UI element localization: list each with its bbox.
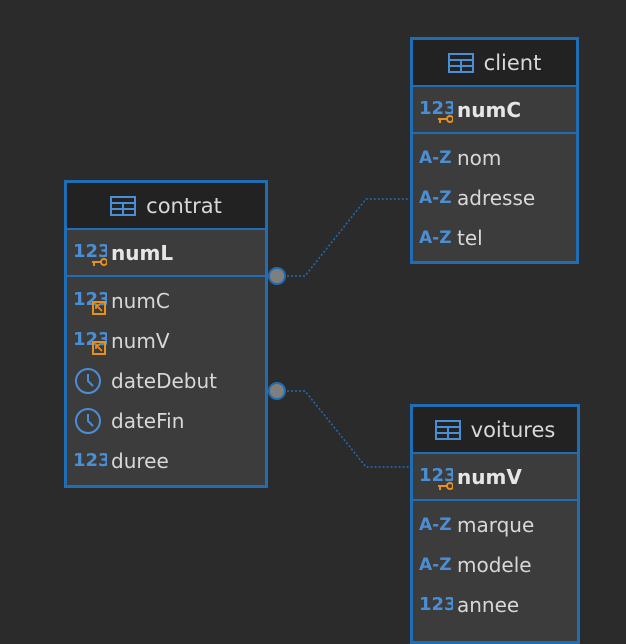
svg-text:A-Z: A-Z <box>419 188 452 208</box>
column-label: modele <box>457 553 532 577</box>
svg-text:A-Z: A-Z <box>419 228 452 248</box>
column-row[interactable]: dateFin <box>67 401 265 441</box>
connector-dot-contrat-client[interactable] <box>268 267 286 285</box>
relationship-contrat-client-line[interactable] <box>287 198 410 277</box>
clock-icon <box>73 406 107 436</box>
svg-text:123: 123 <box>73 450 107 471</box>
numeric-type-icon: 123 <box>73 446 107 476</box>
svg-text:123: 123 <box>73 289 107 310</box>
column-label: numV <box>111 329 170 353</box>
primary-key-row[interactable]: 123 numL <box>67 230 265 277</box>
string-type-icon: A-Z <box>419 223 453 253</box>
svg-text:123: 123 <box>419 465 453 486</box>
string-type-icon: A-Z <box>419 550 453 580</box>
primary-key-label: numC <box>457 97 521 122</box>
foreign-key-numeric-icon: 123 <box>73 326 107 356</box>
column-row[interactable]: A-Z marque <box>413 505 577 545</box>
table-icon <box>110 195 137 216</box>
column-label: marque <box>457 513 535 537</box>
entity-header[interactable]: client <box>413 40 576 87</box>
svg-text:123: 123 <box>419 594 453 615</box>
column-label: tel <box>457 226 483 250</box>
column-row[interactable]: A-Z modele <box>413 545 577 585</box>
primary-key-numeric-icon: 123 <box>73 238 107 268</box>
foreign-key-numeric-icon: 123 <box>73 286 107 316</box>
primary-key-numeric-icon: 123 <box>419 462 453 492</box>
svg-text:123: 123 <box>73 241 107 262</box>
table-icon <box>434 419 461 440</box>
clock-icon <box>73 366 107 396</box>
relationship-contrat-voitures-line[interactable] <box>287 390 411 468</box>
entity-title: client <box>483 50 542 75</box>
numeric-type-icon: 123 <box>419 590 453 620</box>
entity-voitures[interactable]: voitures 123 numV A-Z marque <box>410 404 580 644</box>
primary-key-label: numL <box>111 240 174 265</box>
column-label: numC <box>111 289 170 313</box>
column-row[interactable]: A-Z nom <box>413 138 576 178</box>
column-row[interactable]: A-Z tel <box>413 218 576 258</box>
er-diagram-canvas: client 123 numC A-Z nom <box>64 37 580 644</box>
entity-title: voitures <box>470 417 556 442</box>
svg-text:A-Z: A-Z <box>419 148 452 168</box>
entity-client[interactable]: client 123 numC A-Z nom <box>410 37 579 264</box>
column-row[interactable]: 123 numC <box>67 281 265 321</box>
entity-title: contrat <box>146 193 222 218</box>
column-row[interactable]: 123 annee <box>413 585 577 625</box>
svg-text:A-Z: A-Z <box>419 555 452 575</box>
entity-header[interactable]: contrat <box>67 183 265 230</box>
primary-key-numeric-icon: 123 <box>419 95 453 125</box>
column-label: nom <box>457 146 502 170</box>
connector-dot-contrat-voitures[interactable] <box>268 382 286 400</box>
table-icon <box>447 52 474 73</box>
column-row[interactable]: 123 duree <box>67 441 265 481</box>
string-type-icon: A-Z <box>419 510 453 540</box>
primary-key-row[interactable]: 123 numC <box>413 87 576 134</box>
column-label: duree <box>111 449 169 473</box>
svg-text:A-Z: A-Z <box>419 515 452 535</box>
relationship-links <box>268 198 411 468</box>
column-row[interactable]: dateDebut <box>67 361 265 401</box>
column-label: adresse <box>457 186 536 210</box>
column-label: dateFin <box>111 409 185 433</box>
primary-key-label: numV <box>457 464 522 489</box>
column-row[interactable]: A-Z adresse <box>413 178 576 218</box>
svg-text:123: 123 <box>73 329 107 350</box>
svg-text:123: 123 <box>419 98 453 119</box>
string-type-icon: A-Z <box>419 143 453 173</box>
primary-key-row[interactable]: 123 numV <box>413 454 577 501</box>
entity-header[interactable]: voitures <box>413 407 577 454</box>
string-type-icon: A-Z <box>419 183 453 213</box>
column-label: annee <box>457 593 520 617</box>
column-label: dateDebut <box>111 369 218 393</box>
entity-contrat[interactable]: contrat 123 numL 123 <box>64 180 268 488</box>
column-row[interactable]: 123 numV <box>67 321 265 361</box>
